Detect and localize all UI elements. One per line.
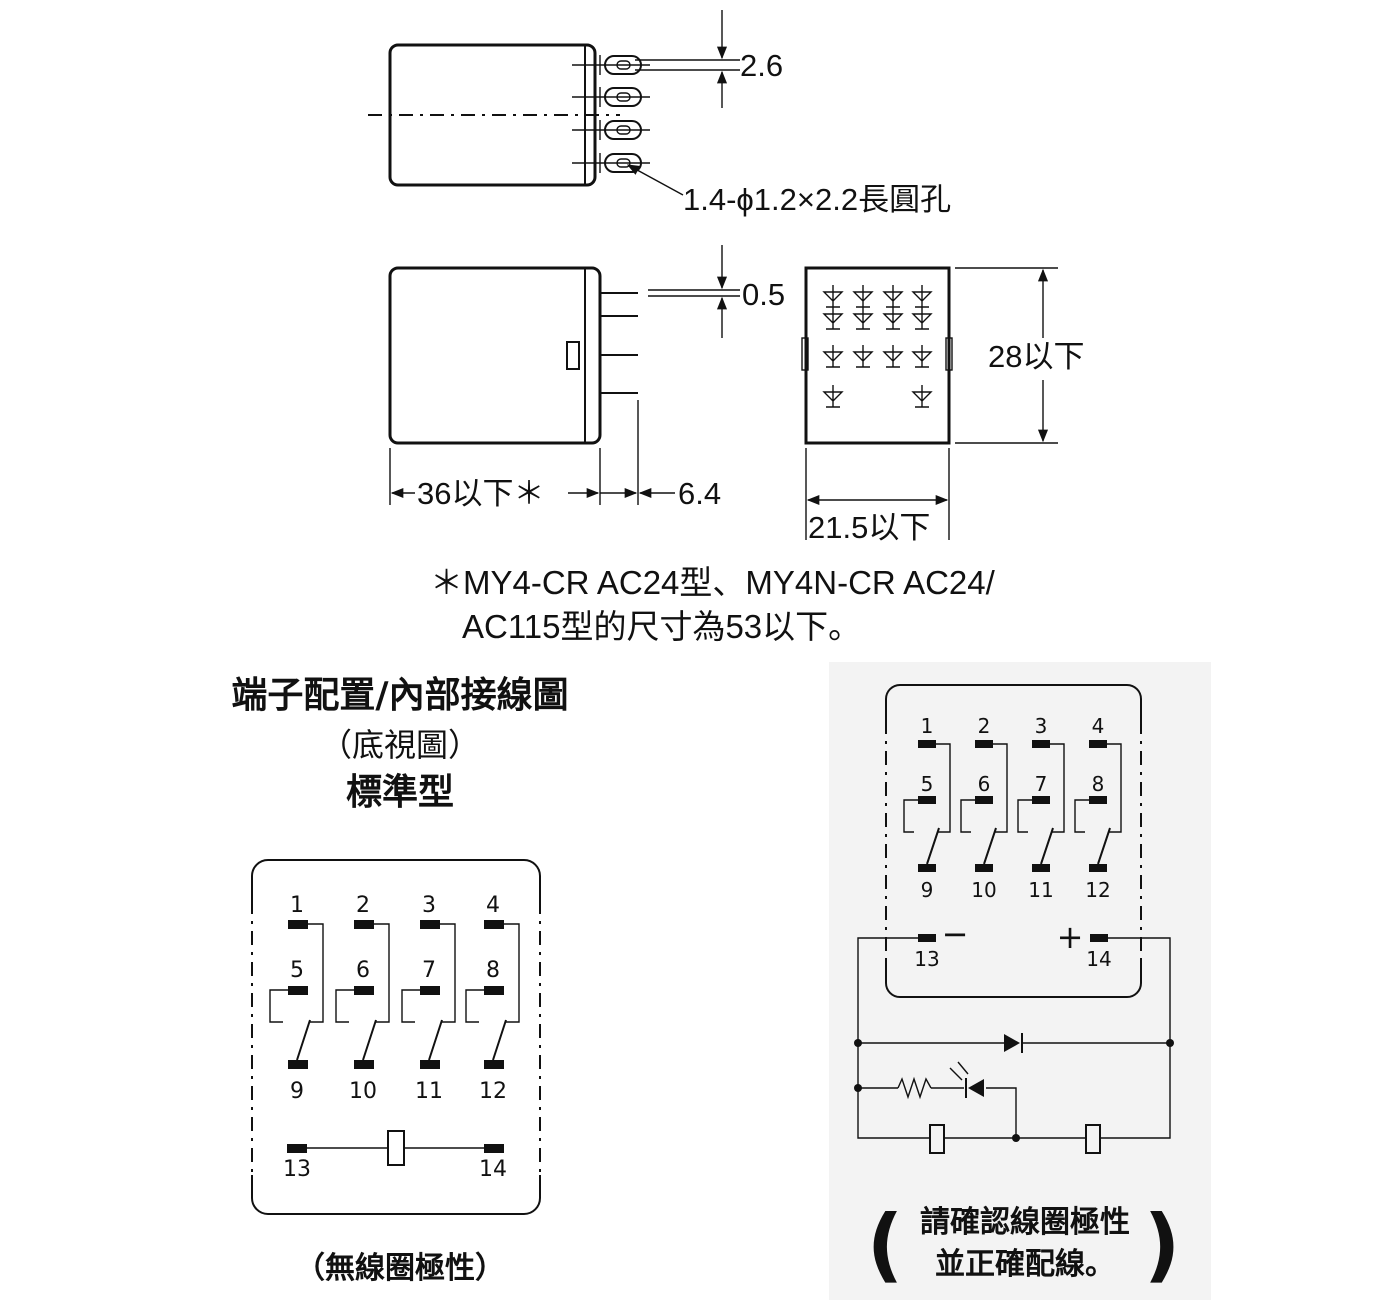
terminal-label: 9 (921, 878, 934, 902)
standard-terminal-diagram: 1 5 9 6 2 10 3 7 11 (249, 859, 543, 1286)
contact-pole-4: 4 8 12 (465, 893, 520, 1104)
terminal-label: 8 (486, 958, 500, 983)
length-dimension: 36以下＊ (417, 476, 544, 511)
contact-pole-4: 4 8 12 (1074, 714, 1122, 902)
terminal-label: 7 (422, 958, 436, 983)
terminal-label: 5 (921, 772, 934, 796)
contact-pole-2: 2 6 10 (960, 714, 1008, 902)
footnote-line-1: ＊MY4-CR AC24型、MY4N-CR AC24/ (430, 564, 996, 601)
coil-terminals-polarity: − + 13 14 (914, 915, 1111, 971)
relay-bottom-view: 28以下 21.5以下 (801, 266, 1084, 545)
polarity-terminal-diagram: 1 5 9 2 6 10 3 7 11 (829, 662, 1211, 1300)
terminal-label: 7 (1035, 772, 1048, 796)
contact-pole-1: 1 5 9 (269, 893, 324, 1104)
bottom-pin-array (822, 285, 933, 408)
contact-pole-3: 3 7 11 (1017, 714, 1065, 902)
coil-symbol (1085, 1124, 1101, 1154)
terminal-label: 10 (971, 878, 996, 902)
terminal-label: 2 (978, 714, 991, 738)
terminal-label: 14 (1086, 947, 1111, 971)
height-dimension: 28以下 (988, 339, 1084, 374)
contact-pole-3: 3 7 11 (401, 893, 456, 1104)
terminal-label: 13 (283, 1157, 311, 1182)
terminal-label: 10 (349, 1079, 377, 1104)
width-dimension: 21.5以下 (808, 510, 930, 545)
contact-pole-1: 1 5 9 (903, 714, 951, 902)
section-subtitle: （底視圖） (320, 726, 480, 764)
terminal-label: 3 (422, 893, 436, 918)
terminal-label: 4 (1092, 714, 1105, 738)
terminal-label: 6 (978, 772, 991, 796)
resistor-symbol (897, 1076, 932, 1100)
coil: 13 14 (283, 1130, 507, 1182)
terminal-label: 8 (1092, 772, 1105, 796)
terminal-label: 1 (290, 893, 304, 918)
hole-spec-label: 1.4-ϕ1.2×2.2長圓孔 (683, 182, 951, 217)
terminal-label: 14 (479, 1157, 507, 1182)
terminal-label: 12 (479, 1079, 507, 1104)
section-title: 端子配置/內部接線圖 (231, 675, 568, 716)
caption-paren-right: ) (1144, 1198, 1181, 1291)
terminal-label: 13 (914, 947, 939, 971)
relay-side-view: 0.5 36以下＊ 6.4 (388, 245, 785, 511)
coil-symbol (929, 1124, 945, 1154)
caption-paren-left: ( (867, 1198, 904, 1291)
polarity-circuit (854, 937, 1174, 1154)
diode-symbol (1004, 1033, 1023, 1053)
plus-sign: + (1057, 918, 1084, 956)
minus-sign: − (942, 915, 969, 953)
variant-label: 標準型 (346, 772, 454, 813)
terminal-label: 11 (415, 1079, 443, 1104)
terminal-label: 5 (290, 958, 304, 983)
pin-row-side-view (600, 292, 638, 394)
pin-length-dimension: 6.4 (678, 476, 721, 511)
footnote-line-2: AC115型的尺寸為53以下。 (462, 608, 861, 645)
pitch-dimension: 2.6 (740, 48, 783, 83)
polarity-caption-line-1: 請確認線圈極性 (920, 1205, 1130, 1240)
terminal-label: 11 (1028, 878, 1053, 902)
terminal-label: 9 (290, 1079, 304, 1104)
relay-top-view: 2.6 1.4-ϕ1.2×2.2長圓孔 (368, 10, 951, 217)
polarity-caption-line-2: 並正確配線。 (935, 1247, 1115, 1282)
contact-pole-2: 6 2 10 (335, 893, 390, 1104)
terminal-label: 6 (356, 958, 370, 983)
terminal-label: 12 (1085, 878, 1110, 902)
terminal-label: 3 (1035, 714, 1048, 738)
terminal-label: 4 (486, 893, 500, 918)
terminal-label: 1 (921, 714, 934, 738)
pin-row-top-view (572, 55, 650, 173)
pin-thickness-dimension: 0.5 (742, 277, 785, 312)
no-polarity-caption: （無線圈極性） (295, 1251, 505, 1286)
led-symbol (949, 1061, 984, 1098)
terminal-label: 2 (356, 893, 370, 918)
